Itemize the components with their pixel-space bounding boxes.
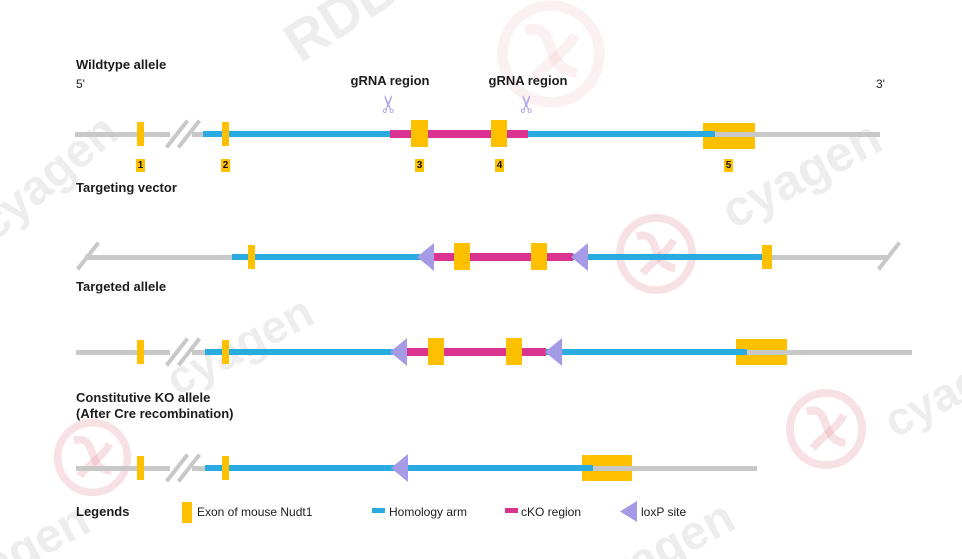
constitutive-ko-label-line2: (After Cre recombination) — [76, 406, 234, 421]
exon-1-tick — [137, 456, 144, 480]
genomic-line-break-stub — [192, 132, 206, 137]
targeted-allele-label: Targeted allele — [76, 279, 167, 294]
cko-region-segment — [406, 348, 546, 356]
exon-number-tag: 5 — [724, 159, 733, 172]
exon-2-tick — [248, 245, 255, 269]
targeting-vector-label: Targeting vector — [76, 180, 177, 195]
exon-3-box — [454, 243, 470, 270]
exon-1-tick — [137, 122, 144, 146]
scissors-icon: ✂ — [514, 93, 541, 115]
genomic-line-5p — [76, 350, 170, 355]
grna-region-label-1: gRNA region — [350, 73, 430, 88]
cyagen-logo-watermark — [785, 388, 867, 470]
legend-loxp-site-label: loxP site — [641, 505, 687, 519]
exon-3-box — [411, 120, 428, 147]
loxp-site-triangle — [390, 338, 407, 366]
exon-number-tag: 2 — [221, 159, 230, 172]
vector-backbone-left — [85, 255, 232, 260]
loxp-site-triangle — [391, 454, 408, 482]
genomic-line-3p — [747, 350, 912, 355]
exon-number-tag: 3 — [415, 159, 424, 172]
legend-exon-label: Exon of mouse Nudt1 — [197, 505, 313, 519]
exon-1-tick — [137, 340, 144, 364]
exon-2-tick — [222, 122, 229, 146]
vector-backbone-right — [772, 255, 888, 260]
grna-region-label-2: gRNA region — [488, 73, 568, 88]
loxp-site-triangle — [571, 243, 588, 271]
legend-homology-arm-swatch — [372, 508, 385, 513]
scissors-icon: ✂ — [376, 93, 403, 115]
five-prime-label: 5' — [76, 77, 85, 91]
loxp-site-triangle — [417, 243, 434, 271]
three-prime-label: 3' — [876, 77, 885, 91]
genomic-line-5p — [76, 466, 170, 471]
exon-2-tick — [222, 340, 229, 364]
exon-3-box — [428, 338, 444, 365]
cyagen-logo-watermark — [497, 0, 605, 108]
legend-exon-swatch — [182, 502, 192, 523]
loxp-site-triangle — [545, 338, 562, 366]
genomic-line-break-stub — [192, 466, 206, 471]
constitutive-ko-label-line1: Constitutive KO allele — [76, 390, 211, 405]
legend-homology-arm-label: Homology arm — [389, 505, 468, 519]
genomic-line-5p — [75, 132, 170, 137]
legend-cko-region-swatch — [505, 508, 518, 513]
exon-5-tick — [762, 245, 772, 269]
wildtype-allele-label: Wildtype allele — [76, 57, 167, 72]
genomic-line-3p — [715, 132, 880, 137]
genomic-line-break-stub — [192, 350, 206, 355]
exon-4-box — [531, 243, 547, 270]
exon-number-tag: 1 — [136, 159, 145, 172]
legend-loxp-site-swatch — [620, 501, 637, 522]
cko-region-segment — [433, 253, 573, 261]
cko-region-segment — [390, 130, 528, 138]
legend-title: Legends — [76, 504, 130, 519]
exon-2-tick — [222, 456, 229, 480]
exon-4-box — [491, 120, 507, 147]
exon-4-box — [506, 338, 522, 365]
legend-cko-region-label: cKO region — [521, 505, 582, 519]
genomic-line-3p — [593, 466, 757, 471]
exon-number-tag: 4 — [495, 159, 504, 172]
